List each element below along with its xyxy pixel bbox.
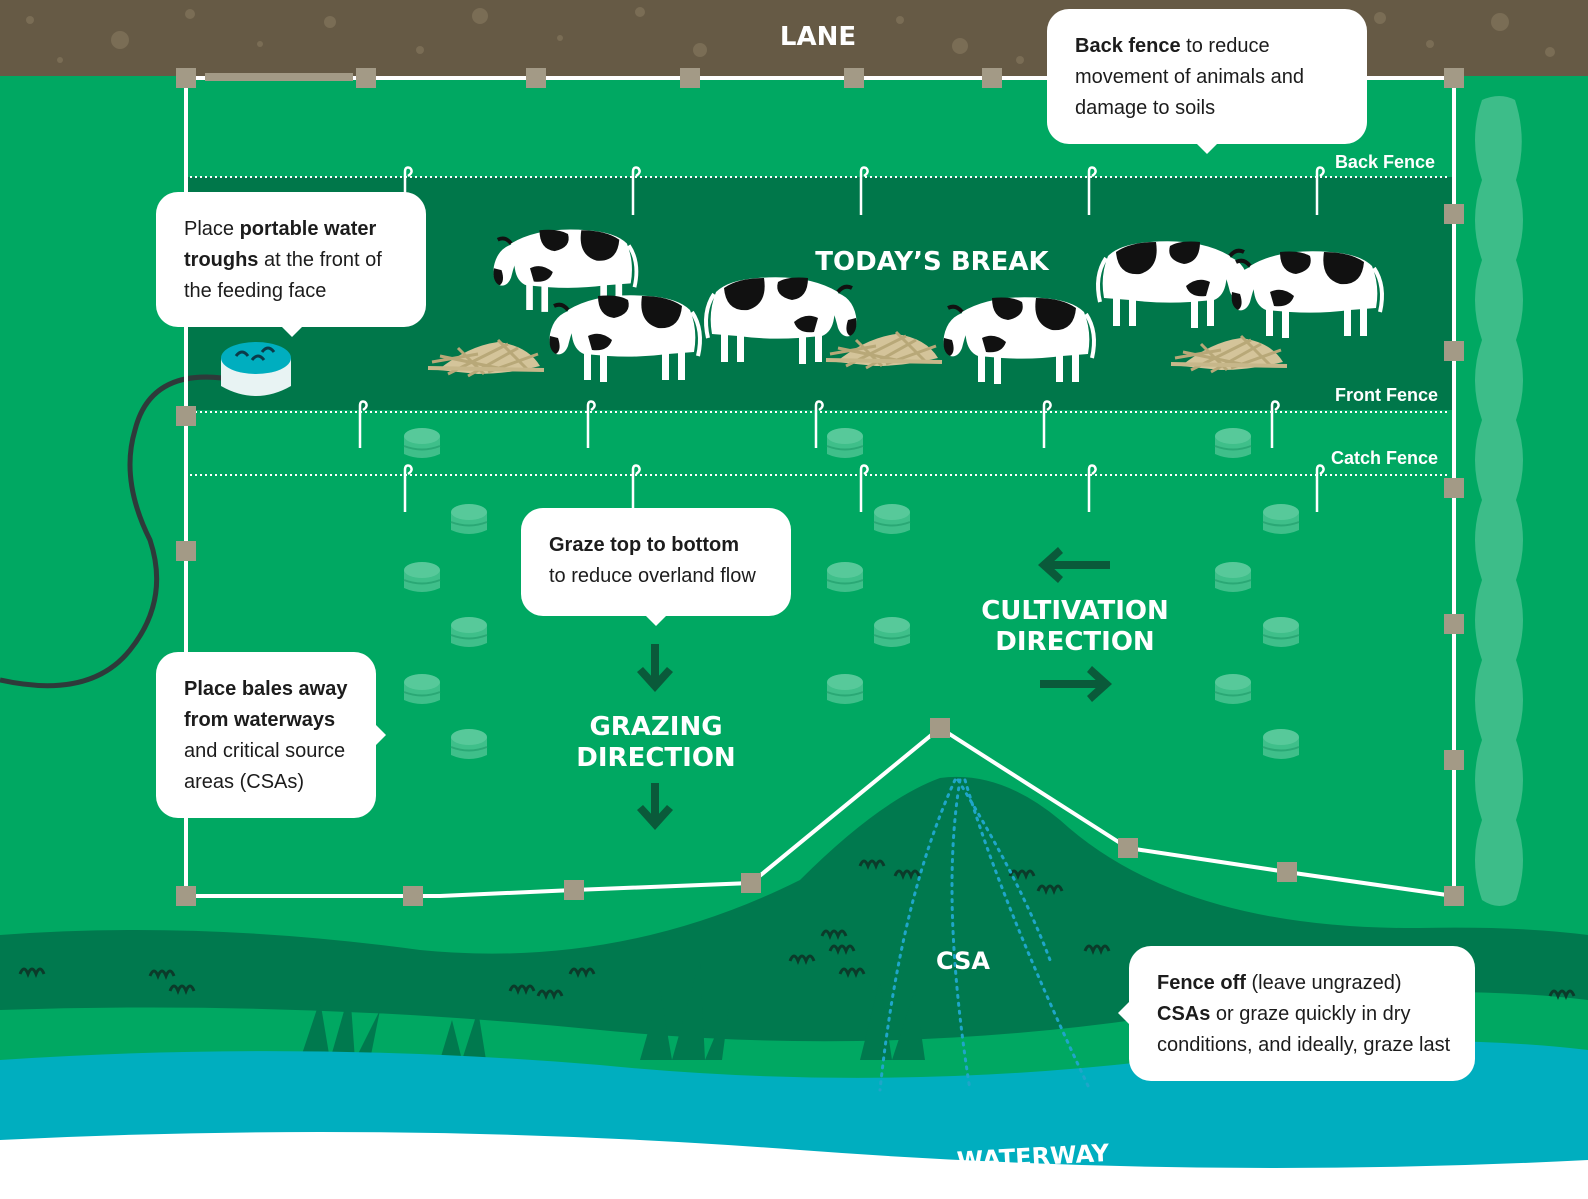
- perimeter-posts: [176, 68, 1464, 906]
- back-fence-callout: Back fence to reduce movement of animals…: [1047, 9, 1367, 144]
- water-trough-icon: [221, 342, 291, 396]
- arrow-right-icon: [1040, 666, 1112, 702]
- water-troughs-callout: Place portable water troughs at the fron…: [156, 192, 426, 327]
- cultivation-label-line2: DIRECTION: [995, 627, 1154, 657]
- arrow-down-icon: [637, 644, 673, 692]
- callout-tail: [281, 326, 303, 337]
- callout-text: and critical source areas (CSAs): [184, 740, 346, 793]
- csa-flow-lines: [878, 778, 1092, 1092]
- back-fence-label: Back Fence: [1335, 152, 1435, 172]
- callout-text: to reduce overland flow: [549, 565, 756, 587]
- water-hose: [0, 374, 223, 689]
- callout-bold: CSAs: [1157, 1003, 1211, 1025]
- callout-tail: [645, 615, 667, 626]
- callout-tail: [1118, 1002, 1129, 1024]
- callout-text: (leave ungrazed): [1245, 972, 1402, 994]
- callout-bold: Place bales away from waterways: [184, 678, 348, 731]
- electric-fences: [190, 176, 1450, 476]
- callout-tail: [1196, 143, 1218, 154]
- callout-bold: Fence off: [1157, 972, 1246, 994]
- fence-post-icons: [358, 166, 1325, 512]
- catch-fence-label: Catch Fence: [1331, 448, 1438, 468]
- lane-gate: [205, 73, 353, 81]
- fence-off-callout: Fence off (leave ungrazed) CSAs or graze …: [1129, 946, 1475, 1081]
- callout-text: Place: [184, 218, 240, 240]
- hedge-icon: [1475, 96, 1523, 906]
- callout-text: to reduce movement of animals and damage…: [1075, 35, 1305, 119]
- lane-gravel: [26, 7, 1555, 64]
- csa-label: CSA: [936, 947, 990, 975]
- grazing-label-line1: GRAZING: [589, 712, 722, 742]
- callout-bold: Graze top to bottom: [549, 534, 739, 556]
- direction-arrows: [637, 547, 1112, 830]
- bales-callout: Place bales away from waterways and criti…: [156, 652, 376, 818]
- callout-text: or graze quickly in dry conditions, and …: [1157, 1003, 1451, 1056]
- bottom-margin: [0, 1132, 1588, 1199]
- callout-text: at the front of the feeding face: [184, 249, 382, 302]
- arrow-down-icon: [637, 783, 673, 830]
- arrow-left-icon: [1038, 547, 1110, 583]
- graze-callout: Graze top to bottom to reduce overland fl…: [521, 508, 791, 616]
- front-fence-label: Front Fence: [1335, 385, 1438, 405]
- grazing-label-line2: DIRECTION: [576, 743, 735, 773]
- callout-bold: Back fence: [1075, 35, 1181, 57]
- todays-break-label: TODAY’S BREAK: [815, 247, 1049, 277]
- callout-bold: portable water troughs: [184, 218, 377, 271]
- callout-tail: [375, 724, 386, 746]
- lane-label: LANE: [780, 22, 856, 52]
- cultivation-label-line1: CULTIVATION: [981, 596, 1169, 626]
